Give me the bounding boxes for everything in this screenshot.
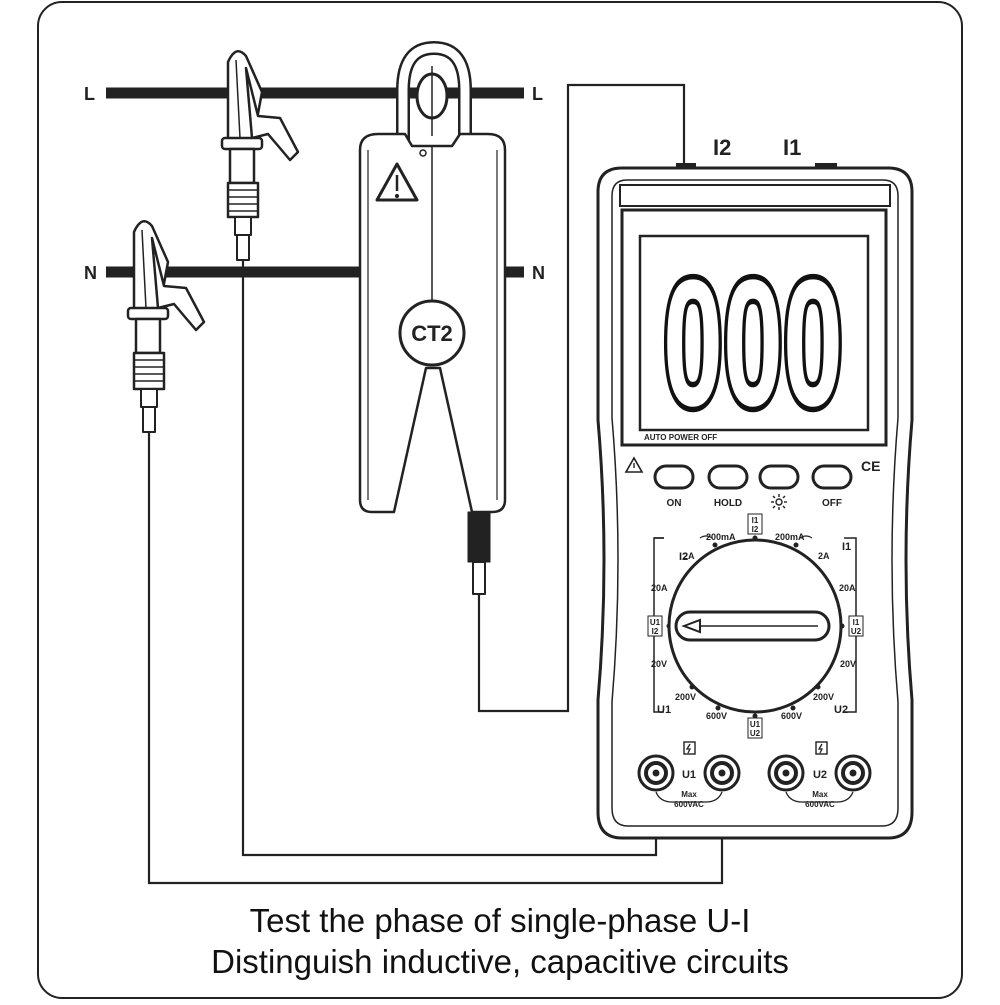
jack-i2-label: I2 [713, 135, 731, 160]
u2-max-label: Max [812, 790, 828, 799]
sun-icon [771, 494, 787, 510]
auto-power-off-label: AUTO POWER OFF [644, 433, 717, 442]
dial-200ma-right: 200mA [775, 532, 805, 542]
dial-bottom-pos-1: U1 [750, 720, 761, 729]
dial-right-pos-2: U2 [851, 627, 862, 636]
lcd-reading: 000 [663, 243, 843, 444]
jack-u1-left[interactable] [637, 754, 675, 792]
dial-200ma-left: 200mA [706, 532, 736, 542]
hold-button[interactable] [707, 464, 749, 490]
dial-left-pos-2: I2 [652, 627, 659, 636]
alligator-clip-live [220, 49, 300, 261]
dial-20a-left: 20A [651, 583, 668, 593]
current-clamp: CT2 [358, 41, 507, 595]
neutral-label-left: N [84, 263, 97, 283]
dial-600v-left: 600V [706, 711, 727, 721]
jack-u1-right[interactable] [703, 754, 741, 792]
dial-600v-right: 600V [781, 711, 802, 721]
live-label-left: L [84, 84, 95, 104]
fuse-warning-icon-u1 [683, 741, 696, 755]
dial-u1-label: U1 [657, 704, 671, 716]
dial-20v-right: 20V [840, 659, 856, 669]
input-u2-label: U2 [813, 769, 827, 781]
live-line: L L [84, 84, 543, 104]
meter-warning-icon [624, 456, 644, 473]
u1-max-value: 600VAC [674, 800, 704, 809]
jack-i1-label: I1 [783, 135, 801, 160]
dial-left-pos-1: U1 [650, 618, 661, 627]
off-button[interactable] [811, 464, 853, 490]
fuse-warning-icon-u2 [815, 741, 828, 755]
dial-top-pos-2: I2 [752, 525, 759, 534]
dial-u2-label: U2 [834, 704, 848, 716]
backlight-button[interactable] [758, 464, 800, 490]
dial-2a-right: 2A [818, 551, 830, 561]
dial-2a-left: 2A [683, 551, 695, 561]
u2-max-value: 600VAC [805, 800, 835, 809]
ct2-badge [398, 299, 466, 367]
dial-200v-right: 200V [813, 692, 834, 702]
on-button-label: ON [667, 498, 682, 509]
dial-bottom-pos-2: U2 [750, 729, 761, 738]
ce-mark: CE [861, 458, 880, 474]
input-u1-label: U1 [682, 769, 696, 781]
live-label-right: L [532, 84, 543, 104]
hold-button-label: HOLD [714, 498, 742, 509]
dial-right-pos-1: I1 [853, 618, 860, 627]
alligator-clip-neutral [126, 219, 206, 433]
neutral-label-right: N [532, 263, 545, 283]
caption-line-2: Distinguish inductive, capacitive circui… [211, 943, 789, 980]
ct2-label: CT2 [411, 321, 453, 346]
jack-u2-left[interactable] [767, 754, 805, 792]
u1-max-label: Max [681, 790, 697, 799]
dial-i1-label: I1 [842, 541, 851, 553]
multimeter: I2 I1 000 AUTO POWER OFF CE ON HOLD [596, 135, 914, 840]
caption-line-1: Test the phase of single-phase U-I [249, 902, 751, 939]
on-button[interactable] [653, 464, 695, 490]
dial-200v-left: 200V [675, 692, 696, 702]
dial-top-pos-1: I1 [752, 516, 759, 525]
off-button-label: OFF [822, 498, 842, 509]
lcd-screen [638, 234, 870, 432]
dial-20a-right: 20A [839, 583, 856, 593]
dial-20v-left: 20V [651, 659, 667, 669]
wire-clamp-to-i2 [477, 83, 686, 713]
dial-i2-label: I2 [679, 551, 688, 563]
jack-u2-right[interactable] [834, 754, 872, 792]
